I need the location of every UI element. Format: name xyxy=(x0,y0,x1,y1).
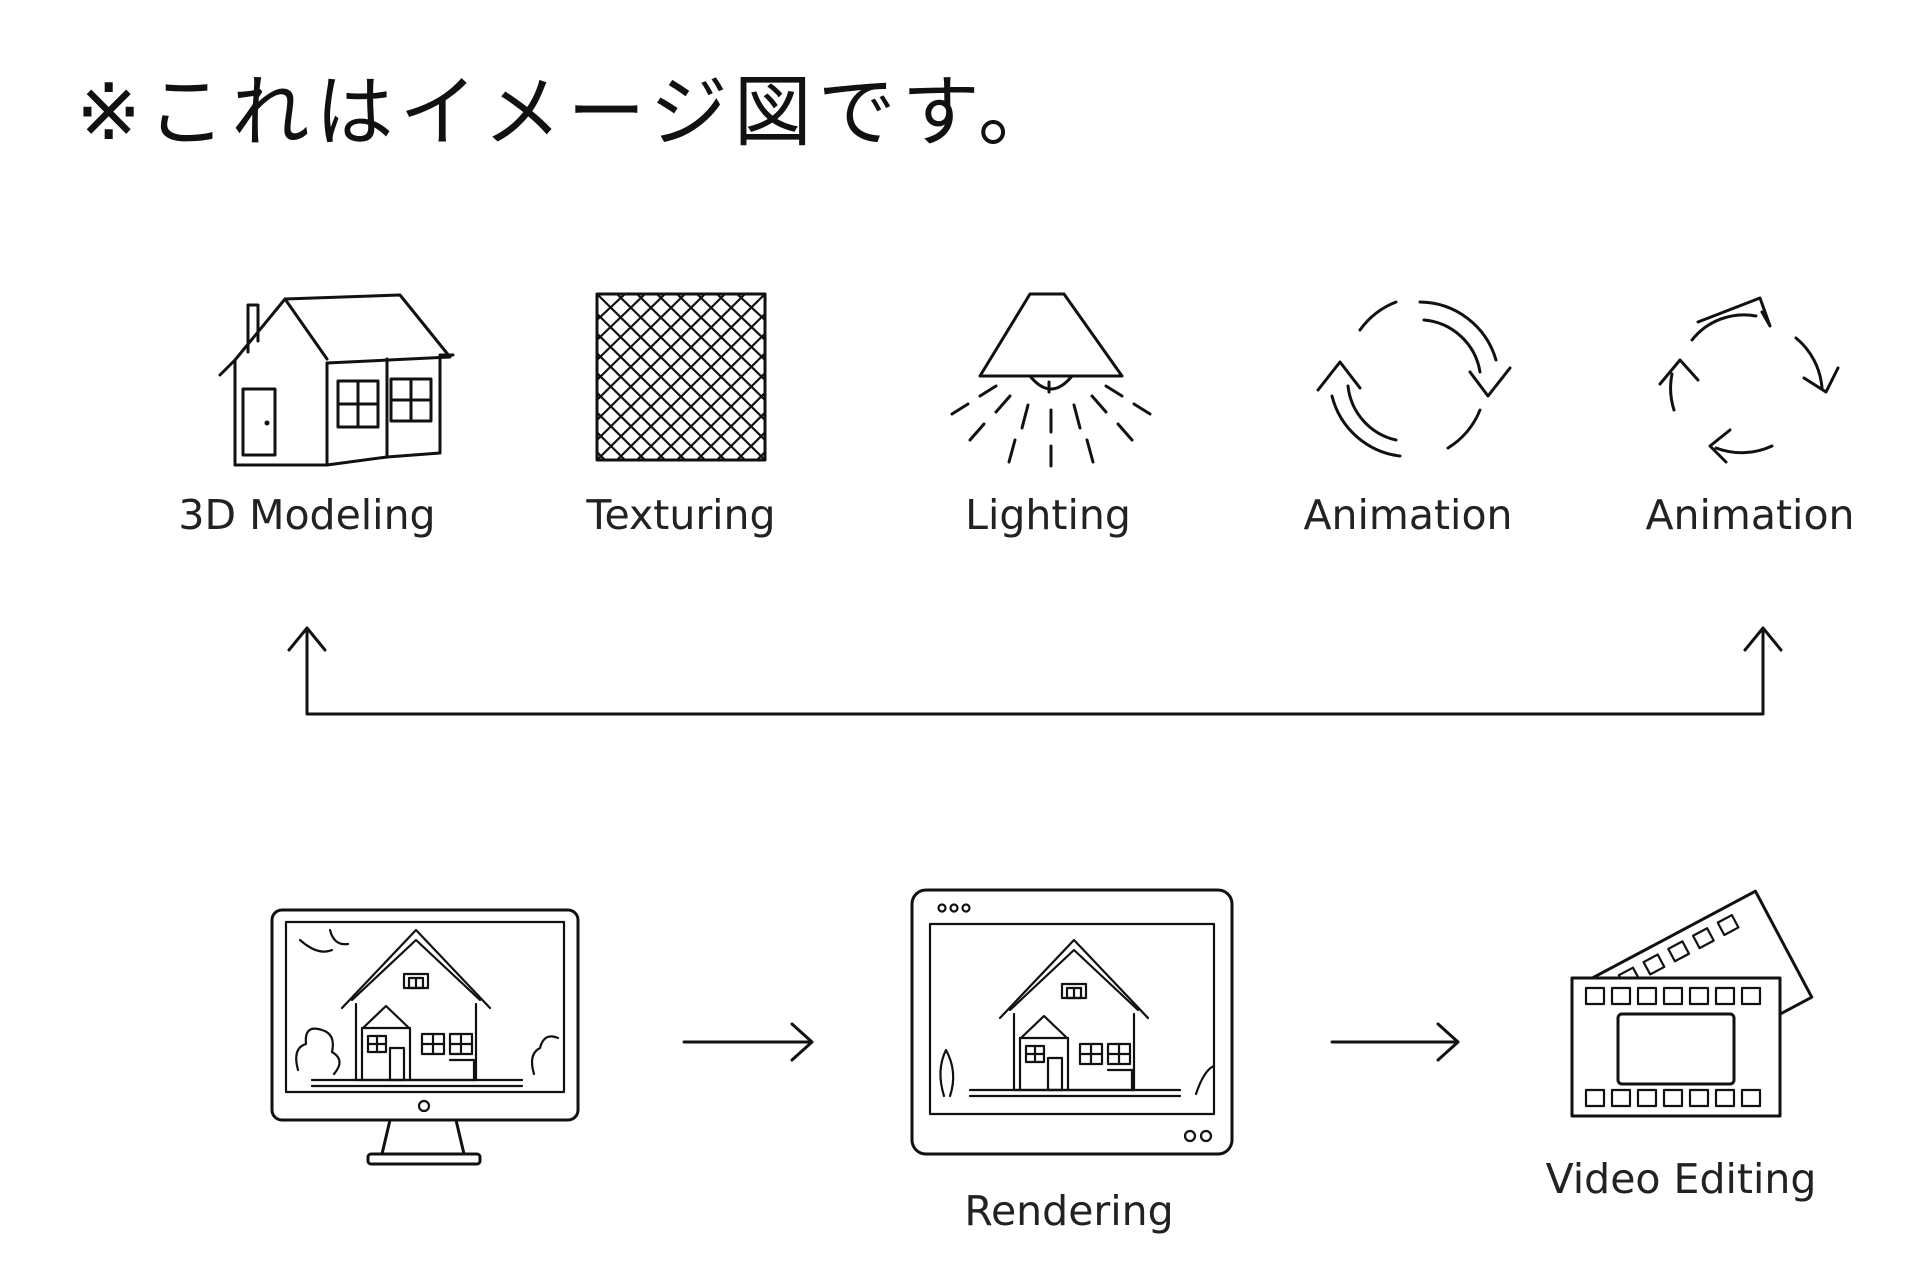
image-notice: ※これはイメージ図です。 xyxy=(76,68,1062,158)
cycle-arrows-three-icon xyxy=(1658,296,1840,464)
house-icon xyxy=(218,293,455,467)
monitor-with-house-icon xyxy=(270,908,580,1166)
step-label-texturing: Texturing xyxy=(586,491,776,539)
step-label-animation: Animation xyxy=(1303,491,1513,539)
arrow-to-rendering xyxy=(682,1022,814,1062)
film-strip-icon xyxy=(1570,889,1814,1118)
pipeline-label-video-editing: Video Editing xyxy=(1545,1155,1817,1203)
ceiling-lamp-icon xyxy=(950,292,1152,468)
step-label-3d-modeling: 3D Modeling xyxy=(178,491,436,539)
arrow-to-video-editing xyxy=(1330,1022,1460,1062)
loop-connector xyxy=(287,626,1783,716)
step-label-animation-2: Animation xyxy=(1645,491,1855,539)
cycle-arrows-icon xyxy=(1316,300,1512,458)
step-label-lighting: Lighting xyxy=(965,491,1131,539)
pipeline-label-rendering: Rendering xyxy=(964,1187,1174,1235)
tablet-with-house-icon xyxy=(910,888,1234,1156)
crosshatch-grid-icon xyxy=(595,292,767,462)
